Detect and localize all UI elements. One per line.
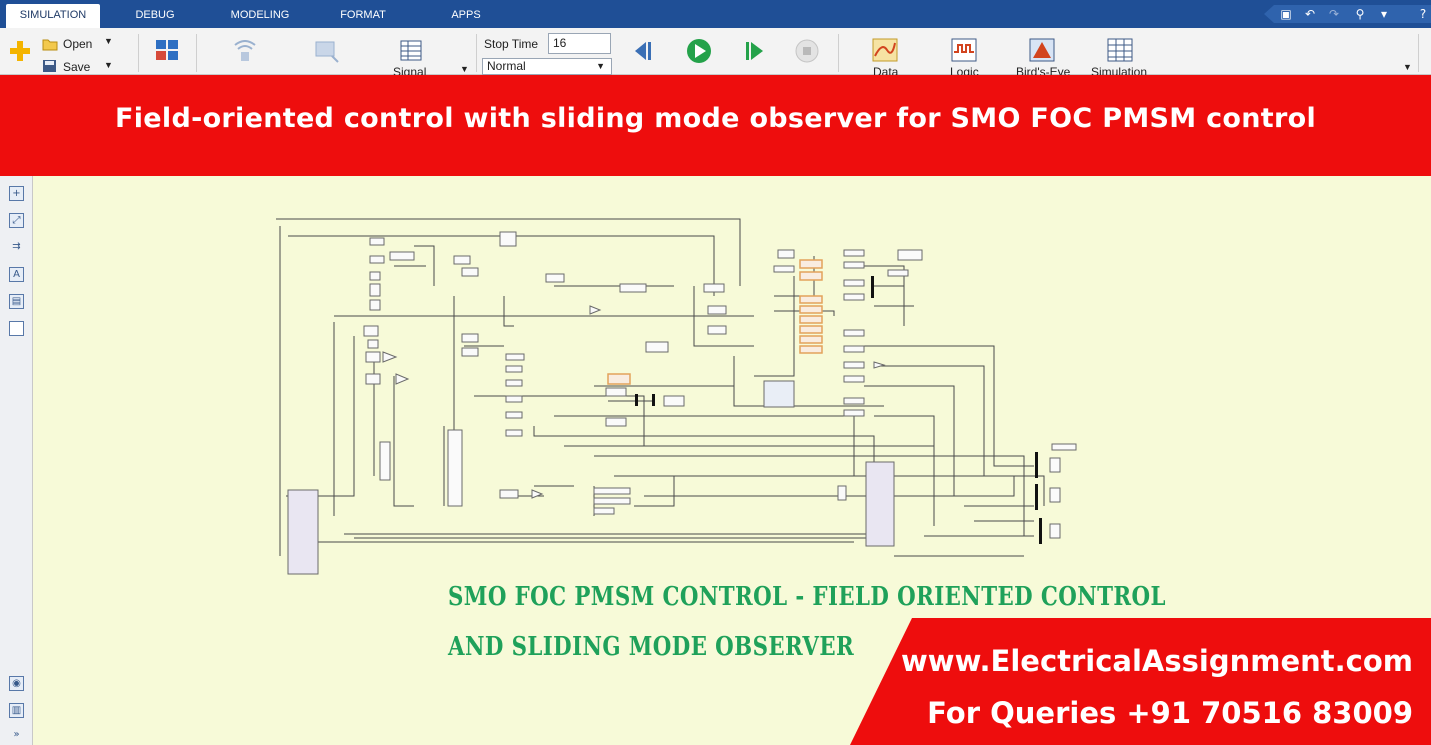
simulation-mode-select[interactable]: Normal ▼	[482, 58, 612, 75]
expand-toolstrip-icon[interactable]: ▼	[1403, 62, 1412, 72]
save-quick-icon[interactable]: ▣	[1280, 7, 1292, 21]
model-browser-icon[interactable]: ▥	[9, 703, 24, 718]
undo-icon[interactable]: ↶	[1304, 7, 1316, 21]
simulink-block-diagram[interactable]	[34, 176, 1431, 596]
data-inspector-icon[interactable]	[872, 38, 898, 62]
tab-modeling[interactable]: MODELING	[230, 9, 290, 21]
signal-dropdown-icon[interactable]: ▼	[460, 64, 469, 74]
library-browser-icon[interactable]	[155, 39, 179, 61]
expand-icon[interactable]: »	[13, 729, 20, 740]
fit-to-view-icon[interactable]: ⤢	[9, 213, 24, 228]
signal-table-icon[interactable]	[400, 40, 422, 62]
toolstrip: Open ▼ Save ▼ Signal ▼ Stop Time 16 Norm…	[0, 28, 1431, 79]
tab-bar: SIMULATION DEBUG MODELING FORMAT APPS ▣ …	[0, 0, 1431, 28]
zoom-icon[interactable]: +	[9, 186, 24, 201]
open-dropdown-icon[interactable]: ▼	[104, 36, 113, 46]
save-dropdown-icon[interactable]: ▼	[104, 60, 113, 70]
new-icon[interactable]	[9, 40, 31, 62]
promo-background	[850, 618, 1431, 745]
simulation-mode-value: Normal	[487, 59, 526, 73]
tab-apps[interactable]: APPS	[451, 9, 481, 21]
image-icon[interactable]: ▤	[9, 294, 24, 309]
arrow-icon[interactable]: ⇉	[12, 241, 21, 252]
save-label[interactable]: Save	[63, 60, 91, 74]
promo-website[interactable]: www.ElectricalAssignment.com	[900, 644, 1413, 678]
step-back-icon[interactable]	[632, 39, 658, 63]
search-icon[interactable]: ⚲	[1355, 7, 1365, 21]
camera-icon[interactable]: ◉	[9, 676, 24, 691]
run-icon[interactable]	[686, 38, 712, 64]
title-banner: Field-oriented control with sliding mode…	[0, 75, 1431, 176]
simulation-manager-icon[interactable]	[1107, 38, 1133, 62]
step-forward-icon[interactable]	[741, 39, 767, 63]
open-label[interactable]: Open	[63, 37, 93, 51]
help-icon[interactable]: ?	[1419, 7, 1427, 21]
stop-icon[interactable]	[795, 39, 819, 63]
promo-badge: www.ElectricalAssignment.com For Queries…	[850, 618, 1431, 745]
open-folder-icon[interactable]	[42, 38, 58, 51]
banner-title: Field-oriented control with sliding mode…	[114, 103, 1317, 134]
left-palette: + ⤢ ⇉ A ▤ ◉ ▥ »	[0, 176, 33, 745]
redo-icon[interactable]: ↷	[1328, 7, 1340, 21]
birds-eye-icon[interactable]	[1029, 38, 1055, 62]
caption-line-2: AND SLIDING MODE OBSERVER	[448, 632, 855, 662]
help-menu-icon[interactable]: ▾	[1380, 7, 1388, 21]
tab-format[interactable]: FORMAT	[340, 9, 386, 21]
promo-queries: For Queries +91 70516 83009	[927, 696, 1413, 730]
save-icon[interactable]	[42, 59, 57, 73]
chevron-down-icon: ▼	[596, 61, 605, 71]
quick-access-toolbar	[1264, 5, 1431, 23]
logic-analyzer-icon[interactable]	[951, 38, 977, 62]
annotation-icon[interactable]: A	[9, 267, 24, 282]
stop-time-label: Stop Time	[484, 37, 539, 51]
caption-line-1: SMO FOC PMSM CONTROL - FIELD ORIENTED CO…	[448, 582, 1166, 612]
tab-simulation[interactable]: SIMULATION	[6, 4, 100, 28]
log-signals-icon[interactable]	[232, 40, 258, 64]
area-icon[interactable]	[9, 321, 24, 336]
stop-time-input[interactable]: 16	[548, 33, 611, 54]
add-viewer-icon[interactable]	[314, 40, 340, 64]
tab-debug[interactable]: DEBUG	[135, 9, 175, 21]
